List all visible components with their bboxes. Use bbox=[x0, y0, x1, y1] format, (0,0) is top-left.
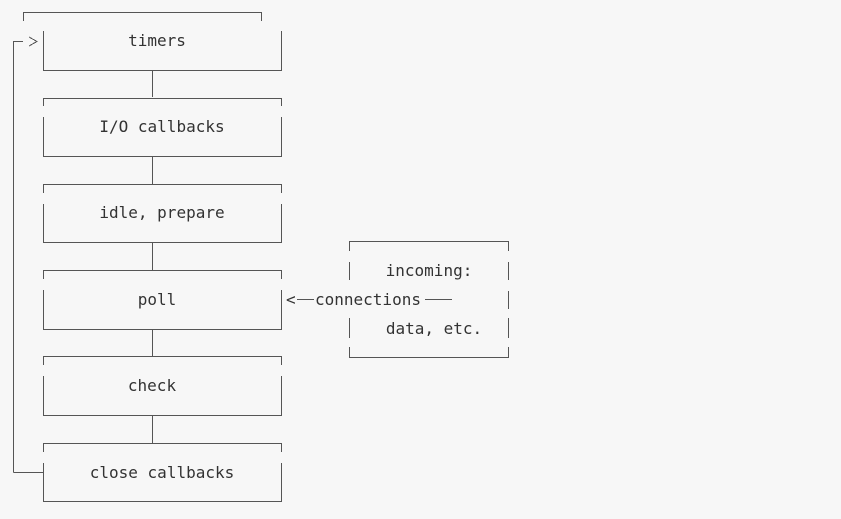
phase-label-check: check bbox=[128, 376, 177, 395]
loop-back-arrowhead bbox=[28, 36, 39, 47]
incoming-label-line2: data, etc. bbox=[386, 319, 482, 338]
check-box bbox=[43, 356, 282, 416]
phase-label-poll: poll bbox=[138, 290, 177, 309]
idle-prepare-box bbox=[43, 184, 282, 243]
timers-box bbox=[23, 12, 282, 71]
phase-label-timers: timers bbox=[128, 31, 186, 50]
phase-label-close-callbacks: close callbacks bbox=[90, 463, 235, 482]
incoming-box bbox=[349, 241, 509, 358]
phase-label-idle-prepare: idle, prepare bbox=[99, 203, 224, 222]
phase-label-io-callbacks: I/O callbacks bbox=[99, 117, 224, 136]
loop-back-line bbox=[13, 41, 44, 473]
connections-label: connections bbox=[315, 290, 421, 309]
arrow-glyph: < bbox=[286, 290, 296, 309]
incoming-label-line1: incoming: bbox=[386, 261, 473, 280]
